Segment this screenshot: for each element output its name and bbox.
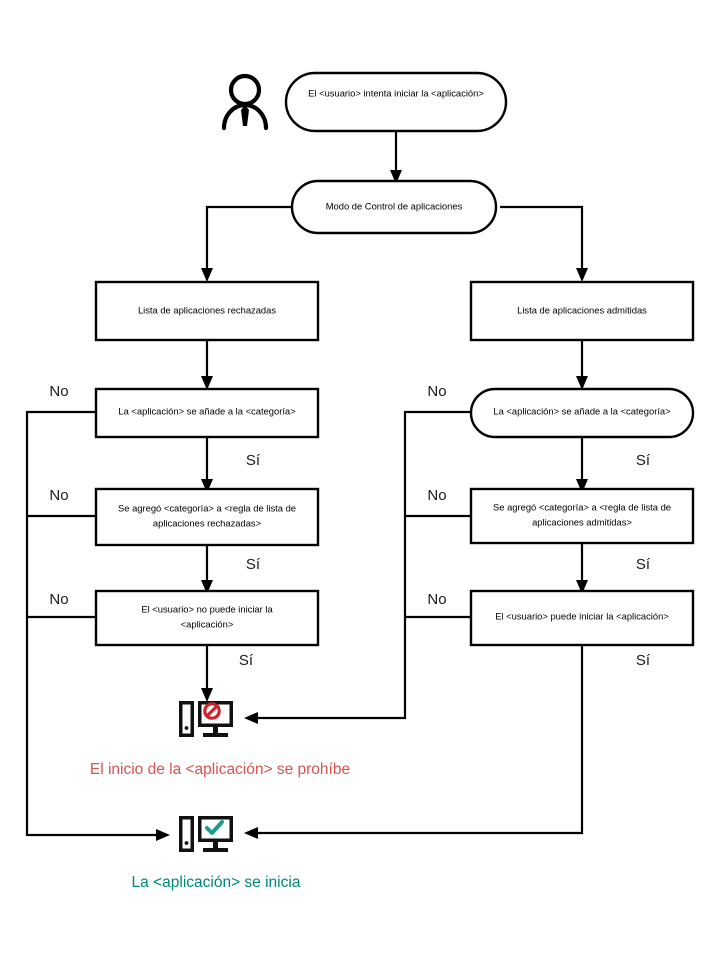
edge-mode-to-allowed-list: [500, 205, 588, 282]
node-mode-label: Modo de Control de aplicaciones: [326, 200, 463, 211]
node-left-result: El <usuario> no puede iniciar la <aplica…: [94, 589, 320, 647]
node-right-rule-label-line1: Se agregó <categoría> a <regla de lista …: [493, 501, 671, 512]
node-right-rule: Se agregó <categoría> a <regla de lista …: [469, 487, 695, 545]
edge-right-rule-si: [576, 543, 588, 594]
edge-right-no-rail: [244, 410, 471, 724]
edge-label-no-left-3: No: [49, 591, 68, 608]
edge-right-result-si-to-allow: [244, 645, 584, 839]
edge-label-no-right-2: No: [427, 487, 446, 504]
edge-right-category-si: [576, 437, 588, 493]
edge-label-no-right-1: No: [427, 383, 446, 400]
edge-left-result-si-to-deny: [201, 645, 213, 702]
edge-denied-list-to-category: [201, 340, 213, 390]
node-left-rule-label-line1: Se agregó <categoría> a <regla de lista …: [118, 502, 296, 513]
edge-left-no-rail: [25, 410, 170, 841]
caption-deny: El inicio de la <aplicación> se prohíbe: [90, 761, 350, 778]
edge-label-no-right-3: No: [427, 591, 446, 608]
node-left-category-label: La <aplicación> se añade a la <categoría…: [118, 405, 296, 416]
edge-left-rule-si: [201, 545, 213, 594]
edge-label-si-right-3: Sí: [636, 652, 651, 669]
edge-label-si-right-2: Sí: [636, 556, 651, 573]
edge-label-si-right-1: Sí: [636, 452, 651, 469]
node-left-rule: Se agregó <categoría> a <regla de lista …: [94, 487, 320, 547]
computer-blocked-icon: [179, 701, 233, 737]
edge-start-to-mode: [390, 131, 402, 184]
edge-left-category-si: [201, 437, 213, 493]
edge-label-si-left-2: Sí: [246, 556, 261, 573]
edge-label-no-left-2: No: [49, 487, 68, 504]
node-mode: Modo de Control de aplicaciones: [290, 179, 498, 235]
node-right-category: La <aplicación> se añade a la <categoría…: [469, 387, 695, 439]
node-start: El <usuario> intenta iniciar la <aplicac…: [284, 71, 508, 133]
edge-mode-to-denied-list: [201, 205, 292, 282]
computer-allowed-icon: [179, 816, 233, 852]
caption-allow: La <aplicación> se inicia: [132, 874, 301, 891]
node-left-rule-label-line2: aplicaciones rechazadas>: [153, 517, 262, 528]
node-right-result-label: El <usuario> puede iniciar la <aplicació…: [495, 610, 669, 621]
node-left-result-label-line2: <aplicación>: [181, 618, 234, 629]
node-left-result-label-line1: El <usuario> no puede iniciar la: [141, 603, 273, 614]
edge-label-si-left-1: Sí: [246, 452, 261, 469]
node-right-rule-label-line2: aplicaciones admitidas>: [532, 516, 632, 527]
node-right-result: El <usuario> puede iniciar la <aplicació…: [469, 589, 695, 647]
edge-label-si-left-3: Sí: [239, 652, 254, 669]
node-right-category-label: La <aplicación> se añade a la <categoría…: [493, 405, 671, 416]
node-allowed-list: Lista de aplicaciones admitidas: [469, 280, 695, 342]
edge-allowed-list-to-category: [576, 340, 588, 390]
node-denied-list-label: Lista de aplicaciones rechazadas: [138, 304, 276, 315]
edge-label-no-left-1: No: [49, 383, 68, 400]
node-left-category: La <aplicación> se añade a la <categoría…: [94, 387, 320, 439]
user-icon: [221, 73, 269, 131]
node-allowed-list-label: Lista de aplicaciones admitidas: [517, 304, 647, 315]
node-start-label-line1: El <usuario> intenta iniciar la <aplicac…: [308, 87, 484, 98]
node-denied-list: Lista de aplicaciones rechazadas: [94, 280, 320, 342]
